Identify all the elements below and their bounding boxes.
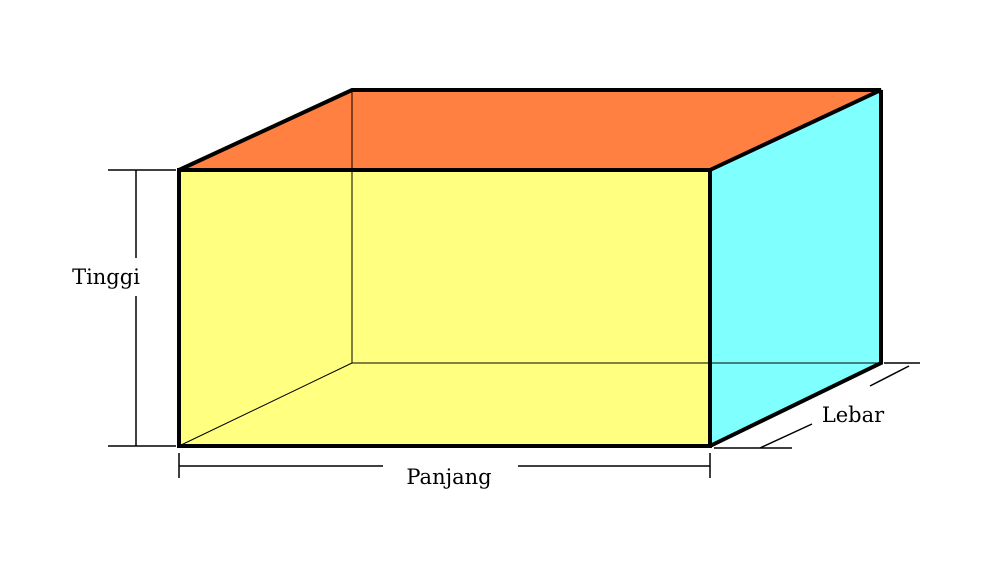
top-face bbox=[179, 90, 881, 170]
hidden-edge-bottom-depth bbox=[178, 362, 353, 447]
front-face-outline bbox=[177, 168, 712, 448]
length-label: Panjang bbox=[406, 465, 491, 489]
width-line-upper bbox=[869, 365, 910, 387]
front-face bbox=[179, 170, 710, 446]
right-face bbox=[710, 90, 881, 446]
width-label: Lebar bbox=[822, 403, 885, 427]
length-dimension bbox=[178, 453, 711, 478]
width-line-lower bbox=[759, 423, 813, 449]
top-back-outline bbox=[178, 88, 882, 172]
visible-edges bbox=[177, 88, 883, 448]
right-outline bbox=[709, 90, 883, 448]
height-label: Tinggi bbox=[72, 265, 140, 289]
width-dimension bbox=[714, 362, 920, 449]
height-dimension bbox=[108, 169, 176, 447]
hidden-edges bbox=[178, 90, 881, 447]
